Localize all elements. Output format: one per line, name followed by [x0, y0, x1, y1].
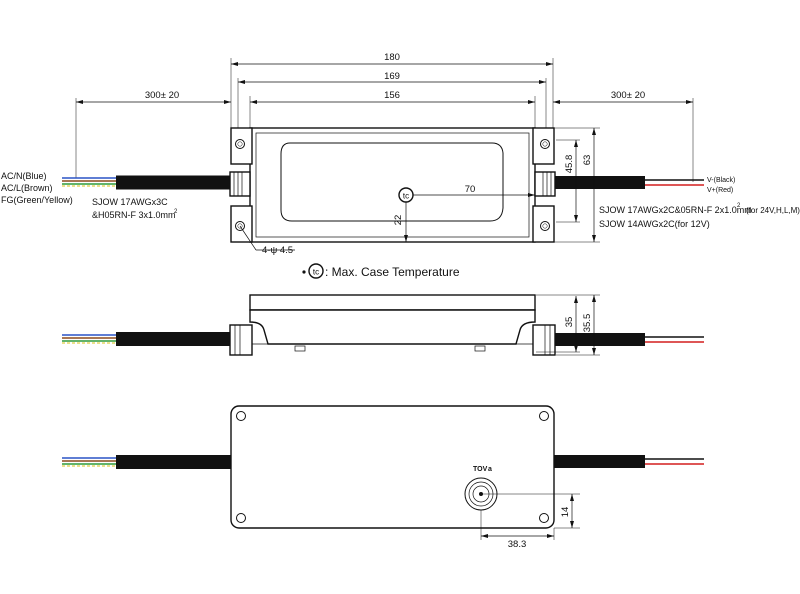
dim-heights: 45.8 63 [554, 127, 600, 243]
dim-tc-x-label: 70 [465, 184, 476, 195]
label-fg: FG(Green/Yellow) [1, 195, 73, 205]
label-output-cable-1-sup: 2 [737, 203, 741, 209]
dim-45-8-label: 45.8 [564, 155, 575, 174]
dim-lead-left-label: 300± 20 [145, 90, 179, 101]
dim-lead-right: 300± 20 [553, 90, 694, 182]
dim-63-label: 63 [582, 155, 593, 166]
label-output-cable-1-note: (for 24V,H,L,M) [746, 206, 800, 215]
label-input-cable-sup: 2 [174, 209, 178, 215]
dim-lead-left: 300± 20 [75, 90, 231, 178]
side-view: 35 35.5 [62, 294, 704, 356]
label-area [280, 142, 504, 222]
dim-35-5-label: 35.5 [582, 314, 593, 333]
dim-lead-right-label: 300± 20 [611, 90, 645, 101]
bottom-output-wires [553, 455, 704, 468]
cable-glands [229, 171, 556, 197]
dim-156-label: 156 [384, 90, 400, 101]
dim-body-length: 156 [249, 90, 536, 128]
label-v-plus: V+(Red) [707, 187, 733, 194]
mounting-ears [230, 127, 555, 243]
case-body-bottom [230, 405, 555, 529]
side-gland-right [532, 324, 556, 356]
input-cable [116, 175, 232, 190]
input-wires [62, 175, 232, 190]
label-input-cable-1: SJOW 17AWGx3C [92, 197, 168, 207]
dim-35-label: 35 [564, 317, 575, 328]
dim-180-label: 180 [384, 52, 400, 63]
output-cable [553, 176, 645, 189]
dim-bottom: 14 38.3 [480, 493, 580, 550]
tc-legend-symbol: tc [313, 268, 319, 277]
label-v-minus: V-(Black) [707, 177, 735, 184]
side-input-wires [62, 332, 232, 346]
top-view: 180 169 156 300± 20 [1, 52, 800, 256]
dim-tc-y-label: 22 [393, 215, 404, 226]
bottom-input-wires [62, 455, 232, 469]
side-lid [249, 294, 536, 311]
dim-169-label: 169 [384, 71, 400, 82]
label-input-cable-2: &H05RN-F 3x1.0mm [92, 210, 176, 220]
bottom-tc-mark-2: a [488, 466, 492, 473]
hole-label: 4-ψ 4.5 [262, 245, 293, 256]
tc-marker-label: tc [403, 192, 409, 201]
side-gland-left [229, 324, 253, 356]
dim-side-heights: 35 35.5 [536, 294, 600, 356]
hole-callout: 4-ψ 4.5 [239, 225, 295, 256]
label-output-cable-1: SJOW 17AWGx2C&05RN-F 2x1.0mm [599, 205, 752, 215]
label-ac-l: AC/L(Brown) [1, 183, 53, 193]
label-ac-n: AC/N(Blue) [1, 171, 47, 181]
dim-14-label: 14 [560, 507, 571, 518]
dim-38-3-label: 38.3 [508, 539, 527, 550]
bottom-view: TOV a 14 38.3 [62, 405, 704, 550]
tc-marker: tc 70 22 [393, 184, 535, 242]
tc-legend-text: : Max. Case Temperature [325, 265, 460, 279]
label-output-cable-2: SJOW 14AWGx2C(for 12V) [599, 219, 710, 229]
tc-legend: tc : Max. Case Temperature [302, 263, 460, 279]
bottom-tc-mark: TOV [473, 466, 488, 473]
dim-overall-length: 180 [230, 52, 554, 128]
side-body [249, 309, 536, 345]
